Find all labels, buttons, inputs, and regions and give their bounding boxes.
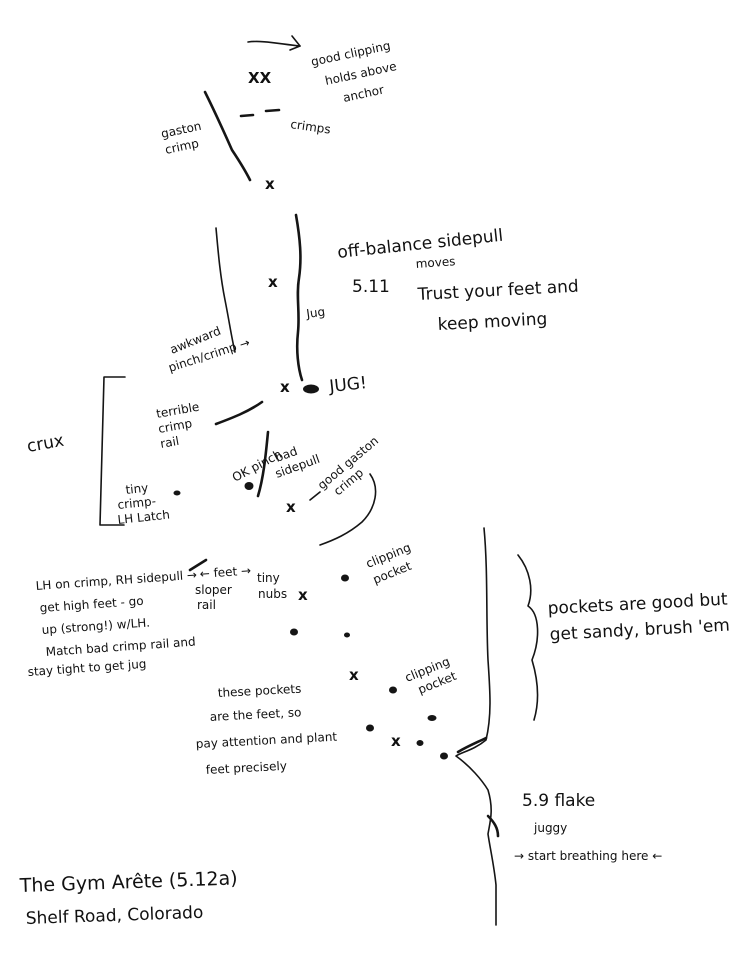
bolt-6: x bbox=[349, 666, 359, 684]
tiny-crimp-hold bbox=[173, 490, 181, 496]
sloper-rail-label-1: sloper bbox=[195, 583, 232, 597]
anchor-arrow bbox=[247, 40, 301, 47]
pocket-dot-4 bbox=[427, 715, 437, 721]
bolt-4: x bbox=[286, 498, 296, 516]
pocket-dot-2 bbox=[344, 632, 350, 638]
arete-edge bbox=[455, 527, 497, 926]
route-location: Shelf Road, Colorado bbox=[25, 903, 203, 929]
left-pillar-edge bbox=[215, 227, 236, 353]
beta-line-3: up (strong!) w/LH. bbox=[41, 615, 150, 637]
flake-shading bbox=[456, 736, 488, 754]
clipping-pocket-1-hold bbox=[341, 574, 349, 582]
crimp-dash-2 bbox=[264, 108, 281, 113]
pockets-note-2: get sandy, brush 'em bbox=[549, 616, 730, 645]
route-title: The Gym Arête (5.12a) bbox=[18, 867, 238, 897]
crimps-label: crimps bbox=[290, 117, 332, 136]
off-balance-label-2: moves bbox=[415, 254, 456, 271]
terrible-crimp-rail bbox=[214, 400, 264, 426]
tiny-crimp-label-2: crimp- bbox=[117, 494, 157, 512]
flake-label: 5.9 flake bbox=[522, 791, 595, 811]
tiny-nubs-label-1: tiny bbox=[257, 571, 280, 585]
beta-line-1: LH on crimp, RH sidepull → bbox=[35, 568, 197, 593]
jug-label: JUG! bbox=[327, 373, 367, 397]
bolt-3: x bbox=[280, 378, 290, 396]
pocket-dot-5 bbox=[366, 724, 374, 732]
tiny-crimp-label-1: tiny bbox=[125, 481, 149, 497]
ok-pinch-hold bbox=[244, 482, 254, 490]
pocket-dot-6 bbox=[416, 740, 424, 746]
right-crux-edge bbox=[319, 473, 377, 546]
bolt-2: x bbox=[268, 273, 278, 291]
sloper-rail-mark bbox=[188, 558, 208, 572]
pocket-dots bbox=[173, 384, 448, 760]
pockets-note-1: pockets are good but bbox=[547, 590, 728, 619]
tiny-nubs-label-2: nubs bbox=[258, 587, 287, 601]
terrible-rail-label-3: rail bbox=[159, 434, 180, 451]
bad-sidepull-edge bbox=[256, 430, 270, 498]
jug-side-label: Jug bbox=[304, 304, 326, 321]
anchor-arrow-head bbox=[289, 35, 301, 51]
bolt-1: x bbox=[265, 175, 275, 193]
title-block: The Gym Arête (5.12a) Shelf Road, Colora… bbox=[18, 867, 238, 929]
lower-annotations: LH on crimp, RH sidepull → get high feet… bbox=[27, 540, 730, 863]
these-pockets-line-3: pay attention and plant bbox=[195, 730, 337, 751]
tiny-crimp-label-3: LH Latch bbox=[117, 508, 171, 527]
crimp-dash-1 bbox=[239, 113, 255, 118]
upper-annotations: off-balance sidepull moves 5.11 Trust yo… bbox=[167, 226, 580, 397]
juggy-flake-shading bbox=[486, 814, 500, 838]
top-annotations: good clipping holds above anchor crimps … bbox=[160, 38, 398, 156]
start-breathing-label: → start breathing here ← bbox=[514, 849, 662, 863]
beta-line-5: stay tight to get jug bbox=[27, 657, 147, 679]
crux-bracket bbox=[99, 376, 126, 526]
these-pockets-line-2: are the feet, so bbox=[209, 705, 301, 724]
advice-line-2: keep moving bbox=[437, 309, 548, 335]
crux-annotations: crux terrible crimp rail OK pinch bad si… bbox=[25, 400, 381, 527]
pocket-dot-1 bbox=[290, 628, 298, 636]
bolt-5: x bbox=[298, 586, 308, 604]
terrible-rail-label-2: crimp bbox=[157, 416, 193, 436]
anchor-bolts: XX bbox=[248, 69, 272, 87]
juggy-label: juggy bbox=[533, 821, 567, 835]
sloper-rail-label-2: rail bbox=[197, 598, 216, 612]
advice-line-1: Trust your feet and bbox=[416, 277, 579, 305]
grade-label: 5.11 bbox=[352, 277, 390, 297]
bolt-marks: XX x x x x x x x bbox=[248, 69, 401, 750]
pocket-dot-3 bbox=[389, 686, 397, 694]
beta-line-4: Match bad crimp rail and bbox=[45, 635, 196, 659]
jug-hold bbox=[303, 384, 319, 394]
anchor-note-3: anchor bbox=[342, 83, 386, 105]
crux-label: crux bbox=[25, 431, 65, 457]
pocket-dot-7 bbox=[440, 752, 448, 760]
rock-outline-drawing bbox=[99, 35, 539, 926]
these-pockets-line-4: feet precisely bbox=[205, 759, 287, 777]
beta-line-2: get high feet - go bbox=[39, 594, 144, 615]
right-crack-edge bbox=[294, 213, 304, 382]
gaston-crimp-edge bbox=[203, 90, 252, 182]
bolt-7: x bbox=[391, 732, 401, 750]
these-pockets-line-1: these pockets bbox=[217, 682, 301, 700]
pockets-brace bbox=[517, 554, 539, 721]
feet-label: ← feet → bbox=[199, 563, 251, 581]
gaston-crimp-mark bbox=[309, 491, 321, 501]
gaston-crimp-label-2: crimp bbox=[164, 136, 200, 157]
